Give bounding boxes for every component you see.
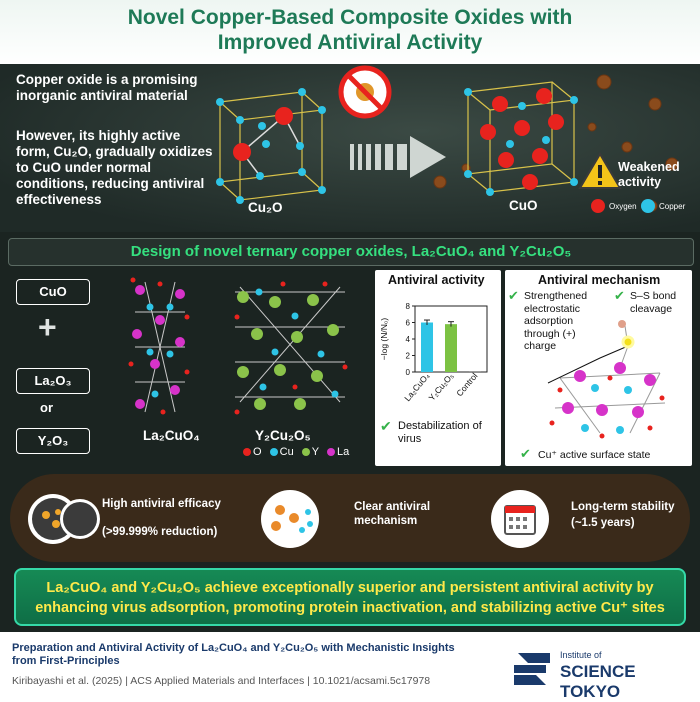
- cuo-label: CuO: [509, 198, 538, 213]
- yttrium-legend-item: Y: [301, 446, 319, 458]
- or-label: or: [40, 400, 53, 415]
- surface-mechanism-graphic: [547, 320, 666, 439]
- lanthanum-legend-item: La: [326, 446, 349, 458]
- protein-atom: [618, 320, 626, 328]
- cu2o-bonds: [241, 115, 301, 177]
- cu2o-atoms: [216, 88, 326, 204]
- antiviral-mechanism-card: [505, 270, 692, 466]
- ternary-structures-graphic: [128, 277, 348, 415]
- calendar-icon: [491, 490, 549, 548]
- virus-icon: [433, 74, 679, 212]
- y2cu2o5-structure: [234, 281, 348, 415]
- intro-text-1: Copper oxide is a promising inorganic an…: [16, 72, 198, 103]
- y2cu2o5-label: Y₂Cu₂O₅: [255, 428, 311, 443]
- mechanism-item-cu-surface: Cu⁺ active surface state: [538, 449, 651, 461]
- la2cuo4-label: La₂CuO₄: [143, 428, 200, 443]
- summary-line1: La₂CuO₄ and Y₂Cu₂O₅ achieve exceptionall…: [46, 580, 654, 596]
- paper-title-line1: Preparation and Antiviral Activity of La…: [12, 642, 455, 654]
- check-icon: ✔: [614, 288, 625, 303]
- weakened-activity-label: Weakened activity: [618, 160, 680, 189]
- y2cu2o5-bonds: [235, 286, 345, 403]
- oxygen-legend-label: Oxygen: [609, 202, 637, 211]
- page-title-line2: Improved Antiviral Activity: [217, 31, 483, 54]
- antiviral-mechanism-title: Antiviral mechanism: [538, 273, 661, 287]
- feature-efficacy-sub: (>99.999% reduction): [102, 526, 218, 538]
- paper-title-line2: from First-Principles: [12, 655, 120, 667]
- element-legend: O Cu Y La: [243, 446, 349, 458]
- warning-icon: [578, 152, 622, 189]
- mechanism-item-ss-cleavage: S–S bond cleavage: [630, 290, 677, 315]
- oxygen-legend-dot: [591, 199, 605, 213]
- no-virus-icon: [338, 65, 392, 119]
- precursor-cuo: CuO: [16, 279, 90, 305]
- copper-legend-item: Cu: [269, 446, 294, 458]
- precursor-la2o3: La₂O₃: [16, 368, 90, 394]
- oxygen-legend-item: O: [243, 446, 262, 458]
- x-tick-label: Control: [454, 371, 479, 399]
- check-icon: ✔: [380, 418, 392, 434]
- logo-small-text: Institute of: [560, 650, 602, 660]
- bar-2: [469, 371, 481, 372]
- check-icon: ✔: [508, 288, 519, 303]
- paper-title: Preparation and Antiviral Activity of La…: [12, 642, 492, 668]
- design-banner: Design of novel ternary copper oxides, L…: [8, 238, 694, 266]
- citation: Kiribayashi et al. (2025) | ACS Applied …: [12, 675, 431, 687]
- feature-efficacy-title: High antiviral efficacy: [102, 498, 221, 510]
- mechanism-item-adsorption: Strengthened electrostatic adsorption th…: [524, 290, 588, 352]
- feature-mechanism-title: Clear antiviral mechanism: [354, 501, 431, 527]
- cu2o-label: Cu₂O: [248, 200, 283, 215]
- feature-stability-title: Long-term stability: [571, 501, 675, 513]
- bar-1: [445, 324, 457, 372]
- intro-text-2: However, its highly active form, Cu₂O, g…: [16, 128, 213, 207]
- summary-box: La₂CuO₄ and Y₂Cu₂O₅ achieve exceptionall…: [14, 568, 686, 626]
- y-tick-label: 6: [406, 319, 411, 328]
- feature-stability-sub: (~1.5 years): [571, 517, 635, 529]
- surface-atoms: [549, 362, 665, 439]
- antiviral-activity-card: [375, 270, 501, 466]
- check-icon: ✔: [520, 446, 531, 461]
- clean-dish-icon: [60, 499, 100, 539]
- antiviral-activity-title: Antiviral activity: [388, 273, 485, 287]
- summary-line2: enhancing virus adsorption, promoting pr…: [35, 600, 665, 616]
- y-tick-label: 8: [406, 302, 411, 311]
- bar-0: [421, 322, 433, 372]
- transition-arrow-icon: [350, 136, 446, 178]
- feature-icons: [28, 490, 549, 548]
- page-title-line1: Novel Copper-Based Composite Oxides with: [127, 6, 573, 29]
- plus-sign: +: [38, 309, 57, 345]
- destabilization-label: Destabilization of virus: [398, 420, 482, 445]
- oxide-structures-graphic: [216, 65, 679, 213]
- cuo-atoms: [464, 88, 578, 196]
- logo-big-text: SCIENCE TOKYO: [560, 662, 636, 701]
- virus-particles-icon: [261, 490, 319, 548]
- copper-legend-label: Copper: [659, 202, 686, 211]
- y-tick-label: 4: [406, 335, 411, 344]
- features-bar: [10, 474, 690, 562]
- copper-legend-dot: [641, 199, 655, 213]
- x-tick-label: Y₂Cu₂O₅: [427, 371, 456, 403]
- sulfur-atom: [621, 335, 635, 349]
- y-tick-label: 2: [406, 352, 411, 361]
- title-banner: Novel Copper-Based Composite Oxides with…: [0, 0, 700, 64]
- y-axis-label: −log (N/N₀): [379, 318, 389, 361]
- footer: [0, 632, 700, 700]
- science-tokyo-logo-icon: [514, 653, 550, 685]
- y-tick-label: 0: [406, 368, 411, 377]
- precursor-y2o3: Y₂O₃: [16, 428, 90, 454]
- la2cuo4-structure: [128, 277, 190, 415]
